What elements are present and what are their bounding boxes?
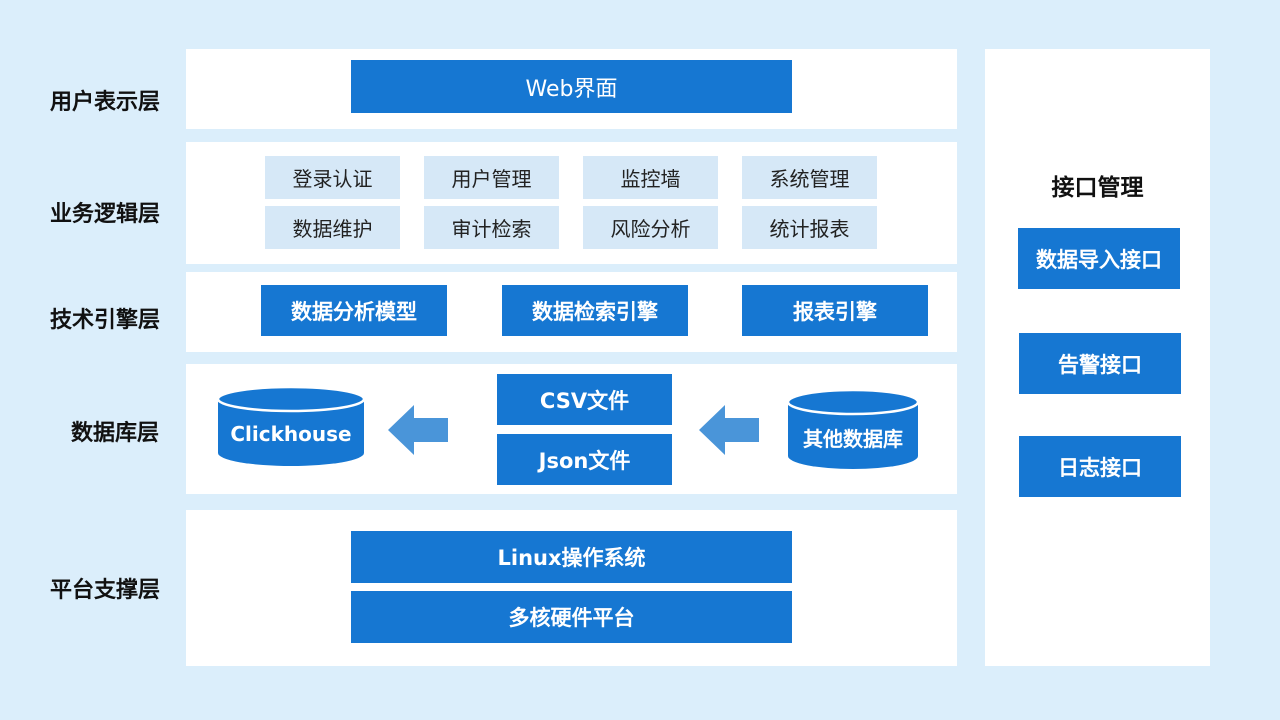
module-statistics-report: 统计报表 [742,206,877,249]
analysis-model-box: 数据分析模型 [261,285,447,336]
module-user-management: 用户管理 [424,156,559,199]
hardware-platform-box: 多核硬件平台 [351,591,792,643]
module-risk-analysis: 风险分析 [583,206,718,249]
module-monitor-wall: 监控墙 [583,156,718,199]
json-file-box: Json文件 [497,434,672,485]
linux-os-box: Linux操作系统 [351,531,792,583]
layer-label-database: 数据库层 [70,421,159,446]
interface-management-title: 接口管理 [1051,175,1144,201]
module-audit-search: 审计检索 [424,206,559,249]
other-database-label: 其他数据库 [803,426,903,451]
layer-label-engine: 技术引擎层 [49,308,160,333]
layer-label-platform: 平台支撑层 [49,578,160,603]
layer-label-business: 业务逻辑层 [49,202,160,227]
data-import-interface-box: 数据导入接口 [1018,228,1180,289]
module-login-auth: 登录认证 [265,156,400,199]
other-database-cylinder-icon [786,389,920,469]
search-engine-box: 数据检索引擎 [502,285,688,336]
clickhouse-label: Clickhouse [230,422,352,446]
module-system-management: 系统管理 [742,156,877,199]
log-interface-box: 日志接口 [1019,436,1181,497]
arrow-left-icon [388,405,448,455]
module-data-maintenance: 数据维护 [265,206,400,249]
layer-label-presentation: 用户表示层 [49,90,160,115]
clickhouse-cylinder-icon [216,386,366,466]
arrow-left-icon [699,405,759,455]
alert-interface-box: 告警接口 [1019,333,1181,394]
web-interface-box: Web界面 [351,60,792,113]
report-engine-box: 报表引擎 [742,285,928,336]
csv-file-box: CSV文件 [497,374,672,425]
